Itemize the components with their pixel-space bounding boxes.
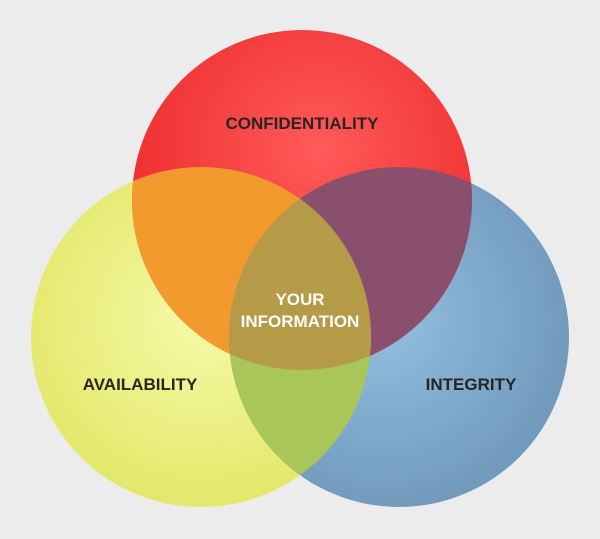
integrity-label: INTEGRITY (426, 375, 517, 394)
center-label-line2: INFORMATION (241, 312, 360, 331)
availability-label: AVAILABILITY (83, 375, 198, 394)
center-label-line1: YOUR (275, 290, 324, 309)
confidentiality-label: CONFIDENTIALITY (226, 114, 380, 133)
overlap-confidentiality-integrity (229, 167, 472, 370)
